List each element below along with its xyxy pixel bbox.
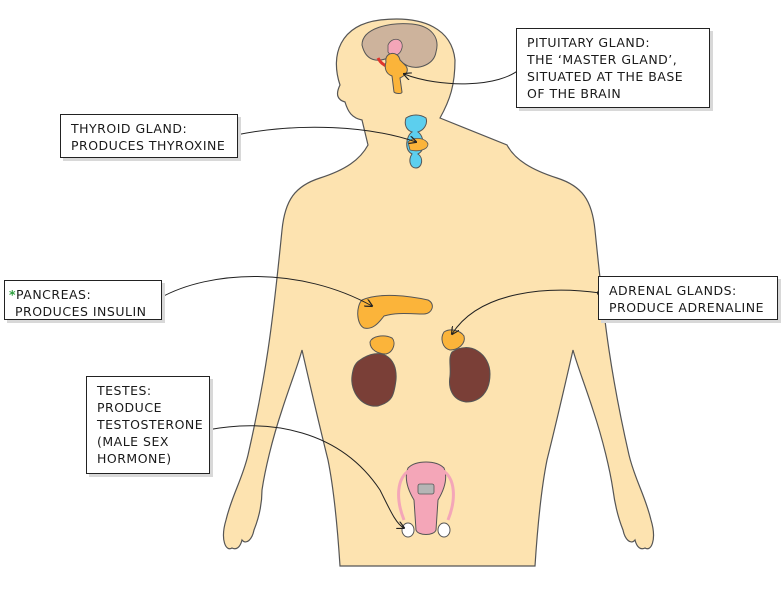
testes-line-2: TESTOSTERONE: [97, 417, 204, 432]
adrenal-gland-left: [369, 335, 395, 355]
adrenal-line-1: PRODUCE ADRENALINE: [609, 300, 764, 315]
thyroid-label: THYROID GLAND: PRODUCES THYROXINE: [60, 114, 238, 158]
testes-line-4: HORMONE): [97, 451, 172, 466]
kidney-right: [449, 347, 491, 403]
vas-deferens-left: [397, 468, 411, 521]
adrenal-label: ADRENAL GLANDS: PRODUCE ADRENALINE: [598, 276, 778, 320]
thyroid-title: THYROID GLAND:: [71, 121, 188, 136]
testes-title: TESTES:: [97, 383, 152, 398]
adrenal-connector: [452, 289, 601, 334]
testes-label: TESTES: PRODUCE TESTOSTERONE (MALE SEX H…: [86, 376, 210, 474]
thyroid-line-1: PRODUCES THYROXINE: [71, 138, 226, 153]
pancreas-title: PANCREAS:: [16, 287, 92, 302]
pituitary-line-2: SITUATED AT THE BASE: [527, 69, 684, 84]
testes-line-3: (MALE SEX: [97, 434, 169, 449]
pancreas: [357, 294, 433, 329]
pituitary-gland: [384, 53, 408, 94]
adrenal-title: ADRENAL GLANDS:: [609, 283, 737, 298]
testis-left: [401, 522, 415, 538]
reproductive-organ: [405, 461, 447, 535]
pituitary-connector: [404, 67, 522, 85]
pituitary-label: PITUITARY GLAND: THE ‘MASTER GLAND’, SIT…: [516, 28, 710, 108]
pancreas-marker: *: [9, 287, 17, 302]
prostate: [417, 483, 435, 495]
pituitary-line-3: OF THE BRAIN: [527, 86, 622, 101]
kidney-left: [351, 353, 397, 407]
pancreas-connector: [159, 276, 372, 306]
testes-line-1: PRODUCE: [97, 400, 162, 415]
pituitary-line-1: THE ‘MASTER GLAND’,: [527, 52, 678, 67]
vas-deferens-right: [441, 468, 455, 521]
pancreas-line-1: PRODUCES INSULIN: [15, 304, 147, 319]
body-silhouette: [222, 18, 655, 567]
pituitary-title: PITUITARY GLAND:: [527, 35, 651, 50]
testes-connector: [206, 425, 404, 528]
pancreas-label: *PANCREAS: PRODUCES INSULIN: [4, 280, 162, 320]
thyroid-connector: [235, 126, 416, 142]
testis-right: [437, 522, 451, 538]
